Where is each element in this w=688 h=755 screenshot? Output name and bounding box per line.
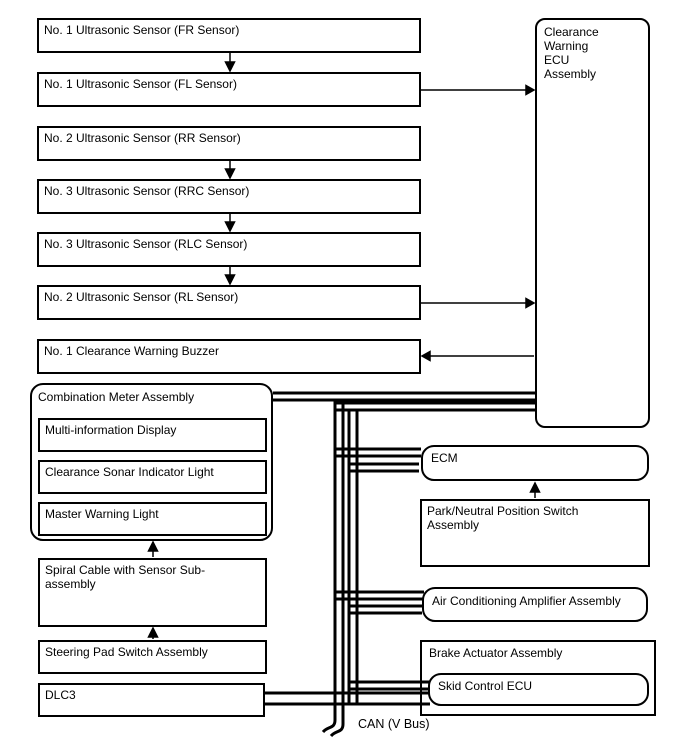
- box-rr-sensor: No. 2 Ultrasonic Sensor (RR Sensor): [37, 126, 421, 161]
- box-label: Air Conditioning Amplifier Assembly: [432, 594, 621, 608]
- box-clearance-warning-buzzer: No. 1 Clearance Warning Buzzer: [37, 339, 421, 374]
- box-label: Clearance Sonar Indicator Light: [45, 465, 214, 479]
- box-label: No. 2 Ultrasonic Sensor (RL Sensor): [44, 290, 239, 304]
- box-label: Combination Meter Assembly: [38, 390, 195, 404]
- box-rl-sensor: No. 2 Ultrasonic Sensor (RL Sensor): [37, 285, 421, 320]
- box-clearance-sonar-indicator-light: Clearance Sonar Indicator Light: [38, 460, 267, 494]
- box-master-warning-light: Master Warning Light: [38, 502, 267, 536]
- box-label: Clearance Warning ECU Assembly: [544, 25, 599, 81]
- box-clearance-warning-ecu: Clearance Warning ECU Assembly: [535, 18, 650, 428]
- box-ecm: ECM: [421, 445, 649, 481]
- box-skid-control-ecu: Skid Control ECU: [428, 673, 649, 706]
- box-multi-information-display: Multi-information Display: [38, 418, 267, 452]
- box-park-neutral-position-switch: Park/Neutral Position Switch Assembly: [420, 499, 650, 567]
- box-rlc-sensor: No. 3 Ultrasonic Sensor (RLC Sensor): [37, 232, 421, 267]
- box-label: No. 2 Ultrasonic Sensor (RR Sensor): [44, 131, 241, 145]
- box-label: Park/Neutral Position Switch Assembly: [427, 504, 579, 532]
- box-fl-sensor: No. 1 Ultrasonic Sensor (FL Sensor): [37, 72, 421, 107]
- box-label: Master Warning Light: [45, 507, 159, 521]
- box-label: Brake Actuator Assembly: [429, 646, 563, 660]
- box-label: DLC3: [45, 688, 76, 702]
- box-rrc-sensor: No. 3 Ultrasonic Sensor (RRC Sensor): [37, 179, 421, 214]
- box-ac-amplifier: Air Conditioning Amplifier Assembly: [422, 587, 648, 622]
- box-dlc3: DLC3: [38, 683, 265, 717]
- box-label: No. 3 Ultrasonic Sensor (RLC Sensor): [44, 237, 248, 251]
- box-fr-sensor: No. 1 Ultrasonic Sensor (FR Sensor): [37, 18, 421, 53]
- box-label: Steering Pad Switch Assembly: [45, 645, 208, 659]
- box-label: No. 1 Ultrasonic Sensor (FL Sensor): [44, 77, 237, 91]
- box-label: Skid Control ECU: [438, 679, 533, 693]
- can-v-bus-label: CAN (V Bus): [358, 717, 430, 731]
- box-label: Spiral Cable with Sensor Sub-assembly: [45, 563, 206, 591]
- box-label: No. 3 Ultrasonic Sensor (RRC Sensor): [44, 184, 250, 198]
- box-label: No. 1 Clearance Warning Buzzer: [44, 344, 219, 358]
- box-steering-pad-switch: Steering Pad Switch Assembly: [38, 640, 267, 674]
- box-label: Multi-information Display: [45, 423, 177, 437]
- box-spiral-cable: Spiral Cable with Sensor Sub-assembly: [38, 558, 267, 627]
- box-label: No. 1 Ultrasonic Sensor (FR Sensor): [44, 23, 240, 37]
- box-label: ECM: [431, 451, 458, 465]
